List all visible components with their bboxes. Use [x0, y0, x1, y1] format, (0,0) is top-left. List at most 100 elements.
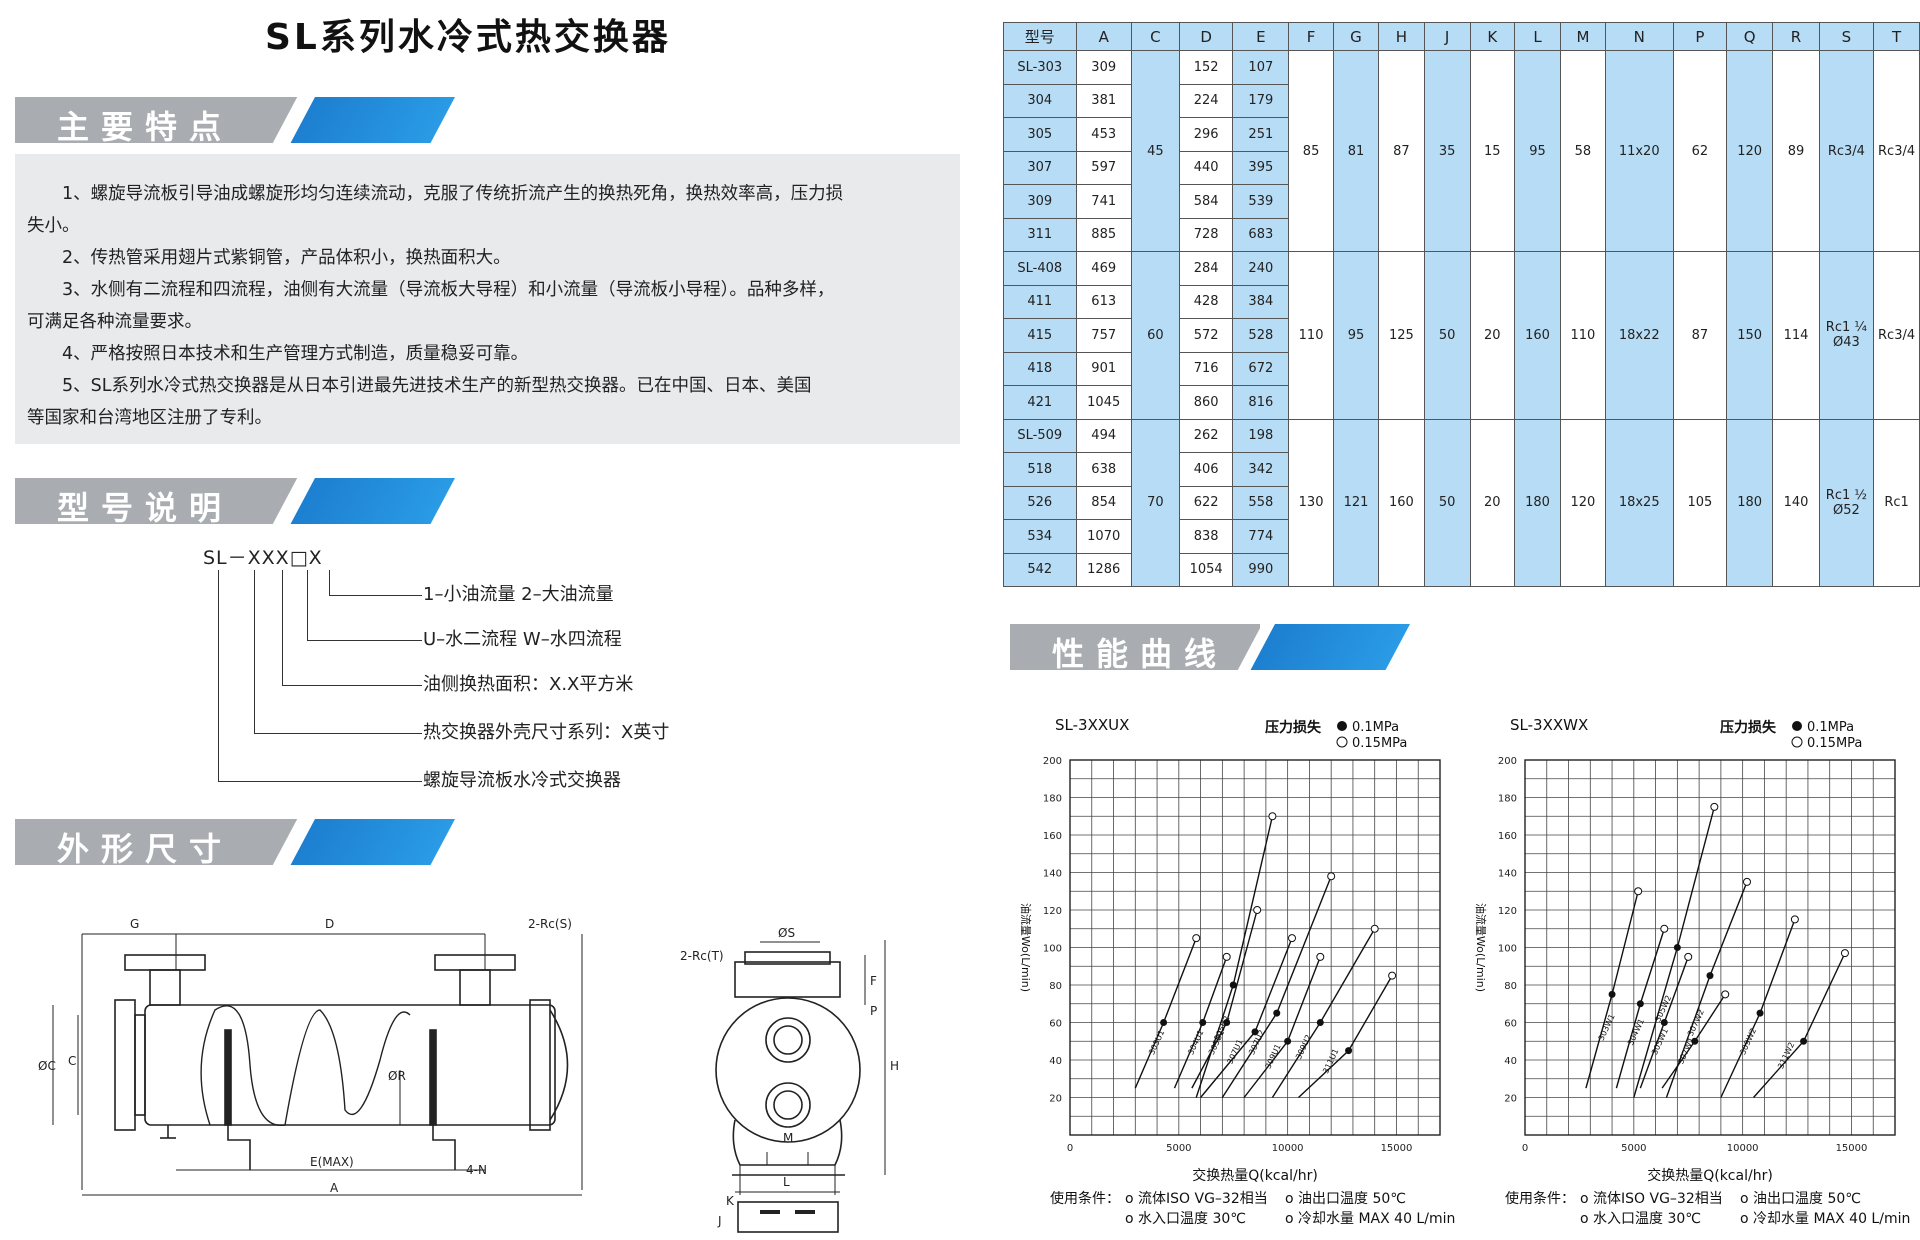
- table-cell: 528: [1232, 318, 1290, 353]
- table-cell: 150: [1725, 251, 1774, 420]
- series-line: [1221, 875, 1332, 1098]
- dim-label: 2-Rc(S): [528, 917, 572, 931]
- x-tick-label: 0: [1067, 1143, 1073, 1154]
- y-tick-label: 100: [1498, 944, 1517, 955]
- table-cell: 304: [1003, 83, 1077, 118]
- dimension-drawing: G D 2-Rc(S) ØC C ØR E(MAX) A 4-N ØS 2-Rc…: [38, 917, 899, 1233]
- table-header-row: 型号 A C D E F G H J K L M N P Q R S T: [1003, 22, 1920, 51]
- legend-marker-filled: [1792, 721, 1802, 731]
- data-point-open: [1388, 971, 1397, 980]
- legend-marker-open: [1336, 736, 1348, 748]
- series-line: [1134, 937, 1197, 1089]
- series-line: [1615, 928, 1665, 1089]
- feature-line: 4、严格按照日本技术和生产管理方式制造，质量稳妥可靠。: [62, 344, 529, 364]
- table-cell: 160: [1513, 251, 1562, 420]
- usage-condition: o 水入口温度 30℃: [1580, 1211, 1701, 1227]
- section-header-performance: 性能曲线: [1010, 624, 1440, 673]
- data-point-open: [1634, 887, 1643, 896]
- table-cell: 35: [1423, 50, 1471, 252]
- x-tick-label: 10000: [1727, 1143, 1759, 1154]
- table-cell: 198: [1232, 418, 1290, 453]
- table-cell: 89: [1772, 50, 1820, 252]
- table-cell: 494: [1075, 418, 1132, 453]
- series-label: 305U2: [1212, 1015, 1231, 1043]
- section-title: 型号说明: [57, 489, 234, 527]
- y-tick-label: 60: [1049, 1019, 1062, 1030]
- y-tick-label: 100: [1043, 944, 1062, 955]
- table-cell: 672: [1232, 351, 1290, 386]
- data-point-filled: [1608, 990, 1616, 998]
- table-cell: 1286: [1075, 552, 1132, 587]
- table-cell: Rc3/4: [1873, 251, 1920, 420]
- usage-condition: o 冷却水量 MAX 40 L/min: [1740, 1211, 1910, 1227]
- dim-label: D: [325, 917, 334, 931]
- table-cell: 85: [1288, 50, 1334, 252]
- spec-table: 型号 A C D E F G H J K L M N P Q R S T SL-…: [1003, 22, 1920, 587]
- x-tick-label: 15000: [1381, 1143, 1413, 1154]
- dim-label: K: [726, 1194, 735, 1208]
- table-cell: 305: [1003, 117, 1077, 152]
- table-cell: 81: [1332, 50, 1380, 252]
- table-cell: 87: [1378, 50, 1425, 252]
- data-point-filled: [1284, 1037, 1292, 1045]
- y-tick-label: 180: [1498, 794, 1517, 805]
- table-cell: 518: [1003, 452, 1077, 487]
- legend-title: 压力损失: [1265, 719, 1322, 736]
- series-line: [1243, 956, 1321, 1098]
- table-cell: 584: [1178, 184, 1234, 219]
- table-cell: 854: [1075, 485, 1132, 520]
- chart-title: SL-3XXWX: [1510, 716, 1588, 734]
- data-point-filled: [1223, 1019, 1231, 1026]
- table-cell: 296: [1178, 117, 1234, 152]
- table-cell: 774: [1232, 519, 1290, 554]
- dim-label: A: [330, 1181, 339, 1195]
- chart-title: SL-3XXUX: [1055, 716, 1129, 734]
- data-point-open: [1288, 934, 1296, 943]
- table-row: SL-303 309 45 152 107 85 81 87 35 15 95 …: [1003, 50, 1920, 252]
- table-cell: Rc3/4: [1818, 50, 1875, 252]
- data-point-open: [1721, 990, 1730, 999]
- series-label: 304U1: [1186, 1029, 1205, 1057]
- y-axis-label: 油流量Wo(L/min): [1474, 903, 1488, 992]
- series-label: 307U1: [1225, 1038, 1244, 1066]
- table-cell: 1045: [1075, 385, 1132, 420]
- section-header-features: 主要特点: [15, 97, 455, 146]
- table-cell: SL-303: [1003, 50, 1077, 85]
- table-cell: 110: [1560, 251, 1606, 420]
- data-point-filled: [1756, 1009, 1764, 1017]
- model-code-item: 螺旋导流板水冷式交换器: [423, 770, 621, 791]
- dim-label: 4-N: [466, 1163, 487, 1177]
- y-tick-label: 80: [1049, 981, 1062, 992]
- table-header: A: [1075, 22, 1132, 51]
- data-point-filled: [1251, 1028, 1259, 1036]
- legend-label: 0.15MPa: [1352, 736, 1407, 751]
- table-header: S: [1818, 22, 1875, 51]
- feature-line: 2、传热管采用翅片式紫铜管，产品体积小，换热面积大。: [62, 248, 511, 268]
- data-point-filled: [1691, 1037, 1699, 1045]
- series-label: 304W1: [1626, 1017, 1646, 1046]
- table-cell: 415: [1003, 318, 1077, 353]
- model-code-item: U–水二流程 W–水四流程: [423, 629, 622, 650]
- usage-condition: o 冷却水量 MAX 40 L/min: [1285, 1211, 1455, 1227]
- section-title: 外形尺寸: [57, 830, 234, 868]
- table-cell: 87: [1672, 251, 1727, 420]
- data-point-filled: [1660, 1019, 1668, 1026]
- dim-label: J: [717, 1214, 722, 1228]
- table-header: F: [1288, 22, 1334, 51]
- data-point-filled: [1273, 1009, 1281, 1017]
- dim-label: G: [130, 917, 139, 931]
- dim-label: ØS: [778, 926, 795, 940]
- y-tick-label: 140: [1498, 869, 1517, 880]
- data-point-filled: [1316, 1019, 1324, 1026]
- table-cell: 860: [1178, 385, 1234, 420]
- usage-title: 使用条件：: [1050, 1190, 1120, 1207]
- y-tick-label: 40: [1049, 1056, 1062, 1067]
- feature-line: 失小。: [27, 216, 80, 236]
- table-cell: 838: [1178, 519, 1234, 554]
- table-cell: 11x20: [1604, 50, 1674, 252]
- data-point-open: [1710, 802, 1719, 811]
- data-point-filled: [1160, 1019, 1168, 1026]
- table-cell: 342: [1232, 452, 1290, 487]
